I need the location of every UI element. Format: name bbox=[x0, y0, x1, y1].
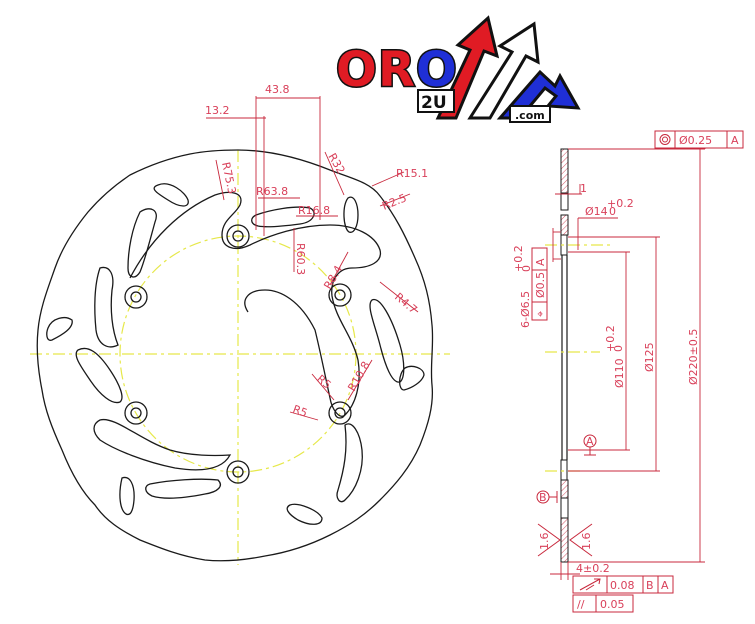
dim-r60-3: R60.3 bbox=[294, 243, 307, 275]
bolt-hole-lower-right bbox=[328, 401, 352, 425]
runout-datum-b: B bbox=[646, 579, 654, 592]
bolt-hole-lower-left bbox=[124, 401, 148, 425]
dim-bore-tol-lower: 0 bbox=[609, 205, 616, 218]
bolt-hole-bottom bbox=[226, 460, 250, 484]
dim-110-tol-upper: +0.2 bbox=[604, 325, 617, 352]
roughness-right: 1.6 bbox=[580, 533, 593, 551]
concentricity-icon bbox=[659, 134, 671, 145]
side-view: Ø0.25 A 1 Ø14 +0.2 0 A Ø0.5 ⌖ 6-Ø6.5 +0.… bbox=[512, 130, 744, 613]
dim-r5-lower: R5 bbox=[291, 403, 309, 420]
disc-outer-outline bbox=[36, 149, 434, 562]
hole-tol-lower: 0 bbox=[520, 265, 533, 272]
dim-220: Ø220±0.5 bbox=[687, 329, 700, 385]
runout-icon bbox=[579, 578, 601, 591]
logo-2u-box bbox=[417, 89, 455, 113]
parallelism-value: 0.05 bbox=[600, 598, 625, 611]
datum-a-label: A bbox=[586, 435, 594, 448]
section-bottom-hatch bbox=[560, 517, 569, 563]
runout-value: 0.08 bbox=[610, 579, 635, 592]
dim-r5-upper: R5 bbox=[314, 372, 334, 391]
section-hole-bottom bbox=[560, 459, 568, 481]
hole-tol-upper: +0.2 bbox=[512, 245, 525, 272]
bolt-hole-upper-left bbox=[124, 285, 148, 309]
dim-r10-8: R10.8 bbox=[345, 359, 372, 393]
position-icon: ⌖ bbox=[534, 311, 547, 317]
hole-position-frame: A Ø0.5 ⌖ 6-Ø6.5 +0.2 0 bbox=[512, 245, 548, 328]
dim-r2-5: R2.5 bbox=[380, 191, 408, 212]
dim-bore-14: Ø14 bbox=[585, 205, 608, 218]
datum-b-label: B bbox=[539, 491, 547, 504]
dim-step-1: 1 bbox=[580, 182, 587, 195]
runout-frame: 0.08 B A bbox=[572, 575, 674, 594]
datum-b-marker: B bbox=[536, 490, 558, 504]
dim-43-8: 43.8 bbox=[265, 83, 290, 96]
concentricity-value: Ø0.25 bbox=[679, 134, 712, 147]
hole-position-value: Ø0.5 bbox=[534, 272, 547, 298]
dim-r16-8: R16.8 bbox=[298, 204, 330, 217]
datum-a-marker: A bbox=[583, 434, 597, 456]
logo-2u: 2U bbox=[421, 93, 447, 113]
dim-r63-8: R63.8 bbox=[256, 185, 288, 198]
logo-letter-o1: O bbox=[336, 42, 377, 98]
concentricity-frame: Ø0.25 A bbox=[654, 130, 744, 149]
logo-white-arrow-icon bbox=[467, 21, 540, 120]
inner-hub-outline bbox=[129, 191, 382, 417]
front-view-dimensions bbox=[206, 96, 419, 421]
roughness-left: 1.6 bbox=[538, 533, 551, 551]
dim-125: Ø125 bbox=[643, 342, 656, 372]
concentricity-datum: A bbox=[731, 134, 739, 147]
roughness-symbols: 1.6 1.6 bbox=[537, 523, 593, 557]
logo-com: .com bbox=[515, 109, 545, 122]
parallelism-icon: // bbox=[577, 598, 585, 611]
oro2u-logo: O R O 2U .com bbox=[335, 15, 581, 123]
section-slot-gap-top bbox=[560, 192, 569, 211]
parallelism-frame: // 0.05 bbox=[572, 594, 634, 613]
bolt-hole-upper-right bbox=[328, 283, 352, 307]
hole-position-datum: A bbox=[534, 258, 547, 266]
dim-r8-4: R8.4 bbox=[321, 263, 345, 291]
section-hub-hatch-bottom bbox=[560, 479, 569, 499]
runout-datum-a: A bbox=[661, 579, 669, 592]
dim-r32: R32 bbox=[325, 151, 347, 176]
dim-r4-7: R4.7 bbox=[392, 290, 420, 316]
section-hub-hatch-top bbox=[560, 214, 569, 236]
dim-110-tol-lower: 0 bbox=[612, 345, 625, 352]
front-view: 43.8 13.2 R75.3 R63.8 R16.8 R60.3 R32 R1… bbox=[30, 83, 450, 565]
hole-count-label: 6-Ø6.5 bbox=[519, 291, 532, 328]
section-slot-gap-bottom bbox=[560, 497, 569, 519]
side-view-dimensions bbox=[550, 142, 706, 580]
bolt-hole-top bbox=[226, 224, 250, 248]
section-top-hatch bbox=[560, 148, 569, 194]
logo-letter-r: R bbox=[378, 42, 415, 98]
dim-110: Ø110 bbox=[613, 358, 626, 388]
dim-r15-1: R15.1 bbox=[396, 167, 428, 180]
dim-bore-tol-upper: +0.2 bbox=[607, 197, 634, 210]
dim-thickness: 4±0.2 bbox=[576, 562, 610, 575]
disc-slots bbox=[46, 183, 425, 525]
logo-com-box bbox=[509, 105, 551, 123]
dim-13-2: 13.2 bbox=[205, 104, 230, 117]
